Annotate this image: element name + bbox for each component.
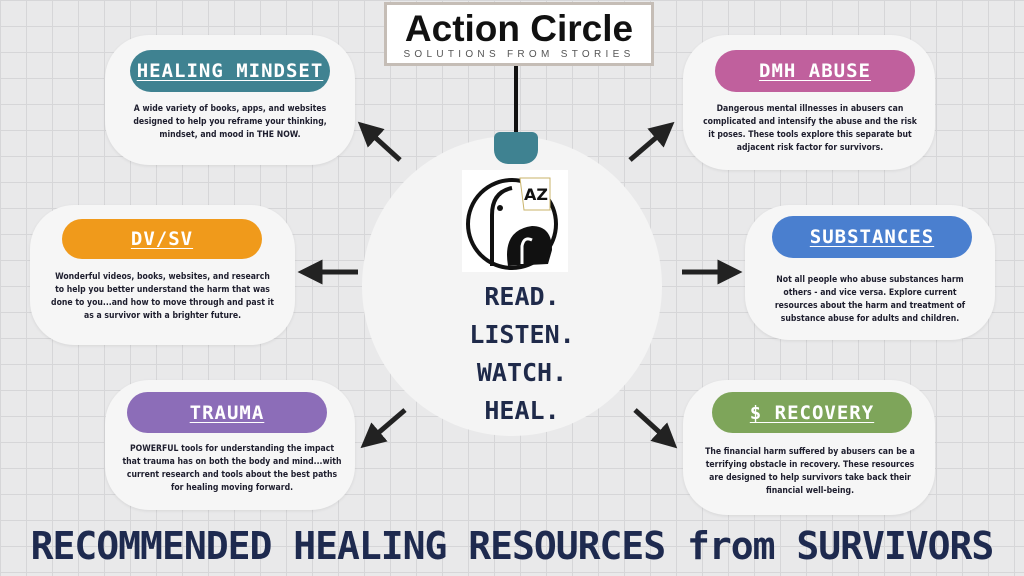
healing-mindset-description: A wide variety of books, apps, and websi…	[133, 104, 327, 140]
elephant-logo-icon: AZ	[466, 177, 558, 270]
recovery-description: The financial harm suffered by abusers c…	[705, 447, 915, 496]
substances-button[interactable]: SUBSTANCES	[772, 216, 972, 258]
trauma-description: POWERFUL tools for understanding the imp…	[122, 444, 342, 493]
action-circle-logo: Action Circle SOLUTIONS FROM STORIES	[384, 2, 654, 66]
healing-mindset-button[interactable]: HEALING MINDSET	[130, 50, 330, 92]
az-coalition-logo: AZ	[462, 170, 568, 272]
word-watch: WATCH.	[476, 358, 568, 387]
dmh-abuse-description: Dangerous mental illnesses in abusers ca…	[703, 104, 917, 153]
word-heal: HEAL.	[484, 396, 560, 425]
page-title: RECOMMENDED HEALING RESOURCES from SURVI…	[30, 524, 995, 568]
dv-sv-button[interactable]: DV/SV	[62, 219, 262, 259]
word-read: READ.	[484, 282, 560, 311]
logo-subtitle: SOLUTIONS FROM STORIES	[403, 49, 635, 60]
word-listen: LISTEN.	[469, 320, 575, 349]
az-badge: AZ	[524, 185, 548, 204]
bulb-socket-icon	[494, 132, 538, 164]
trauma-button[interactable]: TRAUMA	[127, 392, 327, 433]
logo-title: Action Circle	[404, 8, 634, 49]
dv-sv-description: Wonderful videos, books, websites, and r…	[51, 272, 274, 321]
recovery-button[interactable]: $ RECOVERY	[712, 392, 912, 433]
dmh-abuse-button[interactable]: DMH ABUSE	[715, 50, 915, 92]
substances-description: Not all people who abuse substances harm…	[774, 275, 966, 324]
